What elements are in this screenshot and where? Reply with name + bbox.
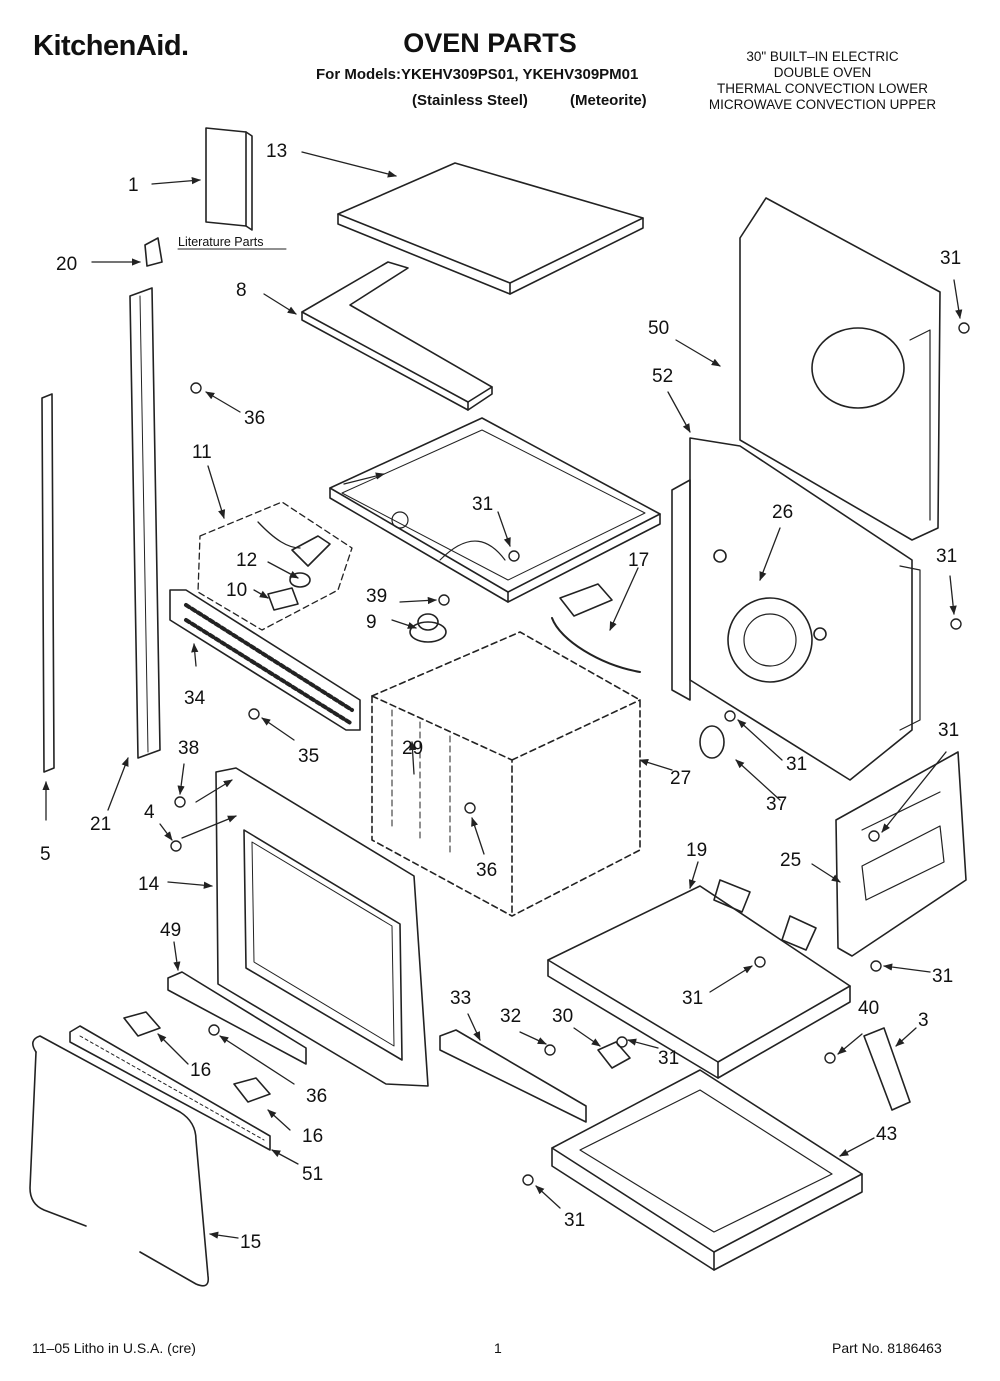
callout-37: 37 [766,794,787,815]
callout-36a: 36 [244,408,265,429]
part-door-guide-1 [123,1011,161,1037]
callout-12: 12 [236,550,257,571]
appliance-description: 30" BUILT–IN ELECTRIC DOUBLE OVEN THERMA… [680,49,965,113]
literature-parts-label: Literature Parts [178,235,263,249]
callout-9: 9 [366,612,377,633]
part-door-gasket [29,1035,210,1287]
callout-40: 40 [858,998,879,1019]
models-line: For Models:YKEHV309PS01, YKEHV309PM01 [316,66,639,83]
part-vertical-rod [41,393,55,773]
callout-25: 25 [780,850,801,871]
part-rear-panel [739,197,941,541]
callout-5: 5 [40,844,51,865]
callout-17: 17 [628,550,649,571]
part-control-assembly-group [197,501,353,631]
callout-31i: 31 [564,1210,585,1231]
callout-35: 35 [298,746,319,767]
callout-13: 13 [266,141,287,162]
callout-21: 21 [90,814,111,835]
brand-logo: KitchenAid. [33,30,189,62]
callout-26: 26 [772,502,793,523]
callout-19: 19 [686,840,707,861]
part-bake-element [551,583,641,673]
part-vent-grille [169,589,361,731]
callout-50: 50 [648,318,669,339]
callout-49: 49 [160,920,181,941]
callout-15: 15 [240,1232,261,1253]
part-top-panel [329,417,661,603]
callout-31f: 31 [932,966,953,987]
part-hinge-channel [69,1025,271,1151]
callout-20: 20 [56,254,77,275]
part-literature-booklet [205,127,253,231]
callout-31b: 31 [472,494,493,515]
callout-31d: 31 [938,720,959,741]
callout-numbers: 1 3 4 5 8 9 10 11 12 13 14 15 16 16 17 1… [40,141,961,1253]
callout-43: 43 [876,1124,897,1145]
page-title: OVEN PARTS [403,28,577,58]
part-lower-tray [547,879,851,1079]
fastener-screws [170,322,970,1186]
part-insulation-strip [301,261,493,411]
footer-part-number: Part No. 8186463 [832,1340,942,1356]
callout-4: 4 [144,802,155,823]
callout-14: 14 [138,874,160,895]
variant-meteorite: (Meteorite) [570,92,647,109]
callout-31a: 31 [940,248,961,269]
part-literature-card [144,237,163,267]
part-bottom-pan [551,1069,863,1271]
footer-litho: 11–05 Litho in U.S.A. (cre) [32,1340,196,1356]
callout-33: 33 [450,988,471,1009]
callout-1: 1 [128,175,139,196]
callout-36c: 36 [306,1086,327,1107]
callout-39: 39 [366,586,387,607]
part-oven-cavity [371,631,641,917]
callout-31h: 31 [658,1048,679,1069]
part-door-guide-2 [233,1077,271,1103]
part-door-frame [215,767,429,1087]
part-door-trim [167,971,307,1065]
callout-51: 51 [302,1164,323,1185]
callout-29: 29 [402,738,423,759]
callout-31c: 31 [936,546,957,567]
description-line: 30" BUILT–IN ELECTRIC [746,49,899,64]
callout-31e: 31 [786,754,807,775]
callout-32: 32 [500,1006,521,1027]
description-line: MICROWAVE CONVECTION UPPER [708,97,937,112]
footer-page-number: 1 [494,1340,502,1356]
part-fan-assembly [671,437,921,781]
callout-38: 38 [178,738,199,759]
part-lower-vent-strip [439,1029,587,1123]
callout-11: 11 [192,442,212,463]
leader-lines [42,151,963,1239]
callout-10: 10 [226,580,247,601]
description-line: THERMAL CONVECTION LOWER [716,81,929,96]
callout-36b: 36 [476,860,497,881]
callout-3: 3 [918,1010,929,1031]
part-side-bracket-panel [835,751,967,957]
callout-27: 27 [670,768,691,789]
part-convection-element [409,613,447,643]
callout-34: 34 [184,688,206,709]
part-thermal-fuse [699,725,725,759]
callout-31g: 31 [682,988,703,1009]
callout-16a: 16 [190,1060,211,1081]
callout-8: 8 [236,280,247,301]
part-side-trim [129,287,161,759]
callout-30: 30 [552,1006,573,1027]
part-top-insulation [337,162,644,295]
part-lower-bracket [597,1041,631,1069]
variant-stainless: (Stainless Steel) [412,92,528,109]
part-hinge-bracket [863,1027,911,1111]
callout-52: 52 [652,366,673,387]
callout-16b: 16 [302,1126,323,1147]
description-line: DOUBLE OVEN [773,65,872,80]
